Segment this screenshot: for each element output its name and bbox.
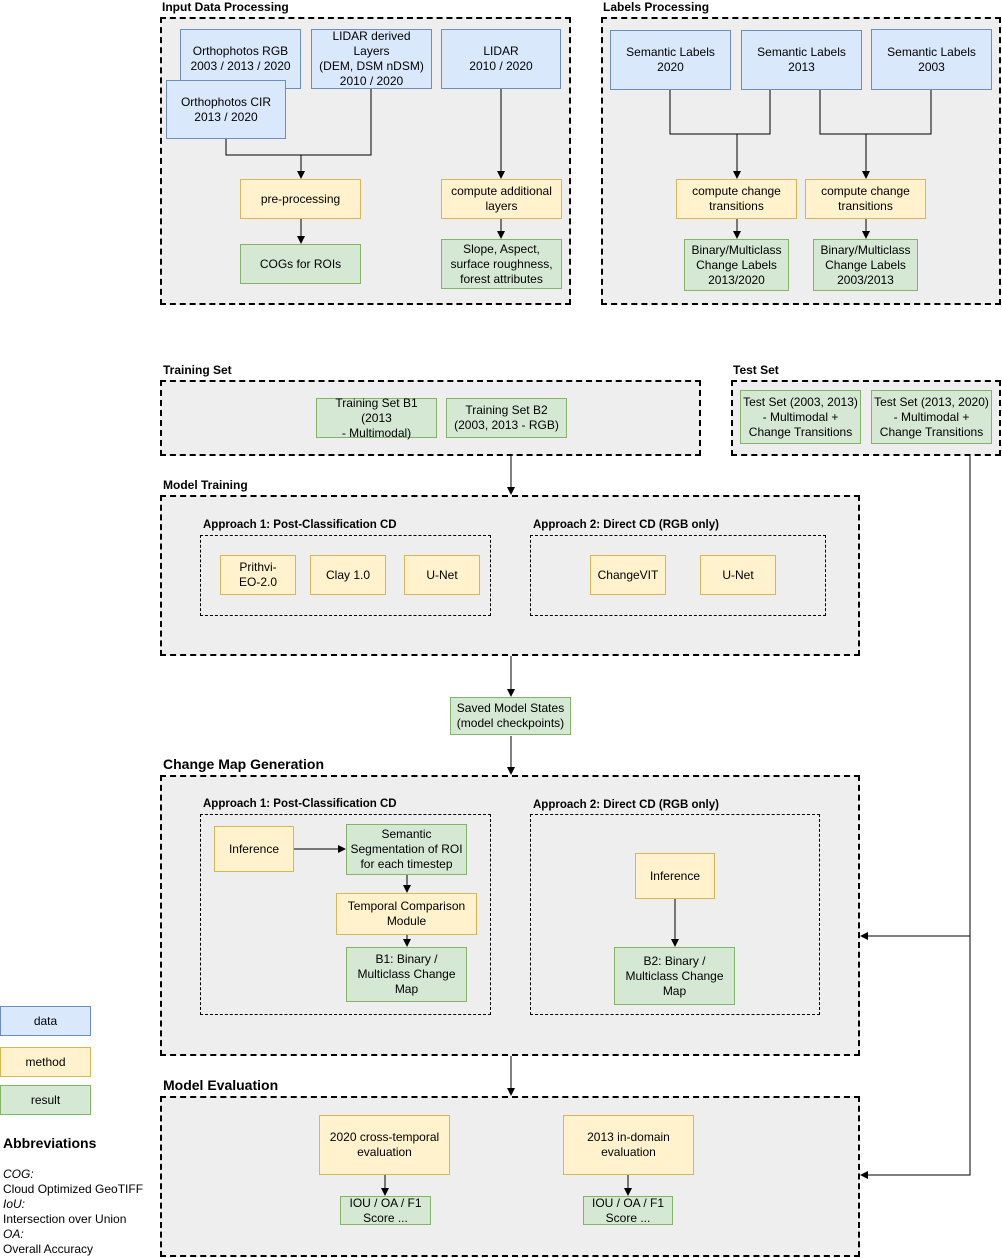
legend-data: data <box>0 1006 91 1036</box>
edge-test-to-changemap <box>860 456 971 940</box>
semantic-labels-2013-node: Semantic Labels 2013 <box>741 30 862 90</box>
semantic-segmentation-node: Semantic Segmentation of ROI for each ti… <box>346 824 467 875</box>
change-labels-2013-2020-node: Binary/Multiclass Change Labels 2013/202… <box>684 239 789 291</box>
transitions-2013-2020-node: compute change transitions <box>676 179 797 219</box>
prithvi-node: Prithvi- EO-2.0 <box>220 555 296 595</box>
abbreviation-definition: Cloud Optimized GeoTIFF <box>3 1182 144 1196</box>
inference-approach2-node: Inference <box>635 853 715 899</box>
unet-approach2-node: U-Net <box>700 555 776 595</box>
orthophotos-cir-node: Orthophotos CIR 2013 / 2020 <box>166 80 286 139</box>
abbreviation-definition: Intersection over Union <box>3 1212 127 1226</box>
in-domain-evaluation-node: 2013 in-domain evaluation <box>563 1115 694 1175</box>
compute-layers-node: compute additional layers <box>441 179 562 219</box>
legend-result: result <box>0 1085 91 1115</box>
edge-sem2003-to-transitions <box>866 90 932 135</box>
edge-sem2013-to-transitions-a <box>737 90 771 135</box>
edge-lidarderived-to-preprocessing <box>301 89 372 156</box>
abbreviation-term: OA: <box>3 1227 24 1241</box>
metrics-cross-temporal-node: IOU / OA / F1 Score ... <box>340 1196 431 1225</box>
changemap-approach1-title: Approach 1: Post-Classification CD <box>203 798 397 810</box>
edge-cir-to-preprocessing <box>225 139 305 179</box>
abbreviation-iou: IoU: Intersection over Union <box>3 1197 126 1227</box>
legend-method: method <box>0 1047 91 1077</box>
training-approach2-title: Approach 2: Direct CD (RGB only) <box>533 519 719 531</box>
model-evaluation-group <box>160 1096 860 1257</box>
changemap-approach2-group <box>530 814 820 1015</box>
edge-sem2013-to-transitions-b <box>819 90 870 179</box>
test-set-title: Test Set <box>733 363 779 377</box>
training-approach2-group <box>530 535 826 616</box>
cogs-node: COGs for ROIs <box>240 244 361 284</box>
edge-sem2020-to-transitions <box>669 90 741 179</box>
lidar-derived-node: LIDAR derived Layers (DEM, DSM nDSM) 201… <box>311 29 432 89</box>
metrics-in-domain-node: IOU / OA / F1 Score ... <box>583 1196 673 1225</box>
slope-aspect-node: Slope, Aspect, surface roughness, forest… <box>441 239 562 289</box>
saved-model-states-node: Saved Model States (model checkpoints) <box>450 697 571 735</box>
preprocessing-node: pre-processing <box>240 179 361 219</box>
abbreviation-term: COG: <box>3 1167 34 1181</box>
change-map-group <box>160 775 860 1056</box>
lidar-node: LIDAR 2010 / 2020 <box>441 29 561 89</box>
changemap-approach1-group <box>200 814 491 1015</box>
model-training-title: Model Training <box>163 478 248 492</box>
clay-node: Clay 1.0 <box>310 555 386 595</box>
abbreviation-term: IoU: <box>3 1197 26 1211</box>
abbreviation-oa: OA: Overall Accuracy <box>3 1227 93 1257</box>
training-approach1-group <box>200 535 491 616</box>
b2-change-map-node: B2: Binary / Multiclass Change Map <box>614 947 735 1005</box>
transitions-2003-2013-node: compute change transitions <box>805 179 926 219</box>
abbreviation-definition: Overall Accuracy <box>3 1242 94 1256</box>
training-approach1-title: Approach 1: Post-Classification CD <box>203 519 397 531</box>
test-set-2003-2013-node: Test Set (2003, 2013) - Multimodal + Cha… <box>740 390 861 444</box>
change-map-title: Change Map Generation <box>163 756 325 772</box>
unet-approach1-node: U-Net <box>404 555 480 595</box>
test-set-2013-2020-node: Test Set (2013, 2020) - Multimodal + Cha… <box>871 390 992 444</box>
training-set-title: Training Set <box>163 363 232 377</box>
changemap-approach2-title: Approach 2: Direct CD (RGB only) <box>533 799 719 811</box>
semantic-labels-2020-node: Semantic Labels 2020 <box>610 30 731 90</box>
model-evaluation-title: Model Evaluation <box>163 1077 279 1093</box>
edge-test-to-eval <box>860 936 971 1179</box>
abbreviations-heading: Abbreviations <box>3 1135 97 1151</box>
semantic-labels-2003-node: Semantic Labels 2003 <box>871 29 992 90</box>
change-labels-2003-2013-node: Binary/Multiclass Change Labels 2003/201… <box>813 239 918 291</box>
changevit-node: ChangeVIT <box>590 555 666 595</box>
cross-temporal-evaluation-node: 2020 cross-temporal evaluation <box>319 1115 450 1175</box>
labels-processing-title: Labels Processing <box>603 0 710 14</box>
b1-change-map-node: B1: Binary / Multiclass Change Map <box>346 947 467 1002</box>
temporal-comparison-node: Temporal Comparison Module <box>336 893 477 935</box>
inference-approach1-node: Inference <box>214 826 294 872</box>
training-set-b2-node: Training Set B2 (2003, 2013 - RGB) <box>446 398 567 438</box>
orthophotos-rgb-node: Orthophotos RGB 2003 / 2013 / 2020 <box>180 29 301 89</box>
input-processing-title: Input Data Processing <box>162 0 289 14</box>
abbreviation-cog: COG: Cloud Optimized GeoTIFF <box>3 1167 143 1197</box>
training-set-b1-node: Training Set B1 (2013 - Multimodal) <box>316 396 437 440</box>
